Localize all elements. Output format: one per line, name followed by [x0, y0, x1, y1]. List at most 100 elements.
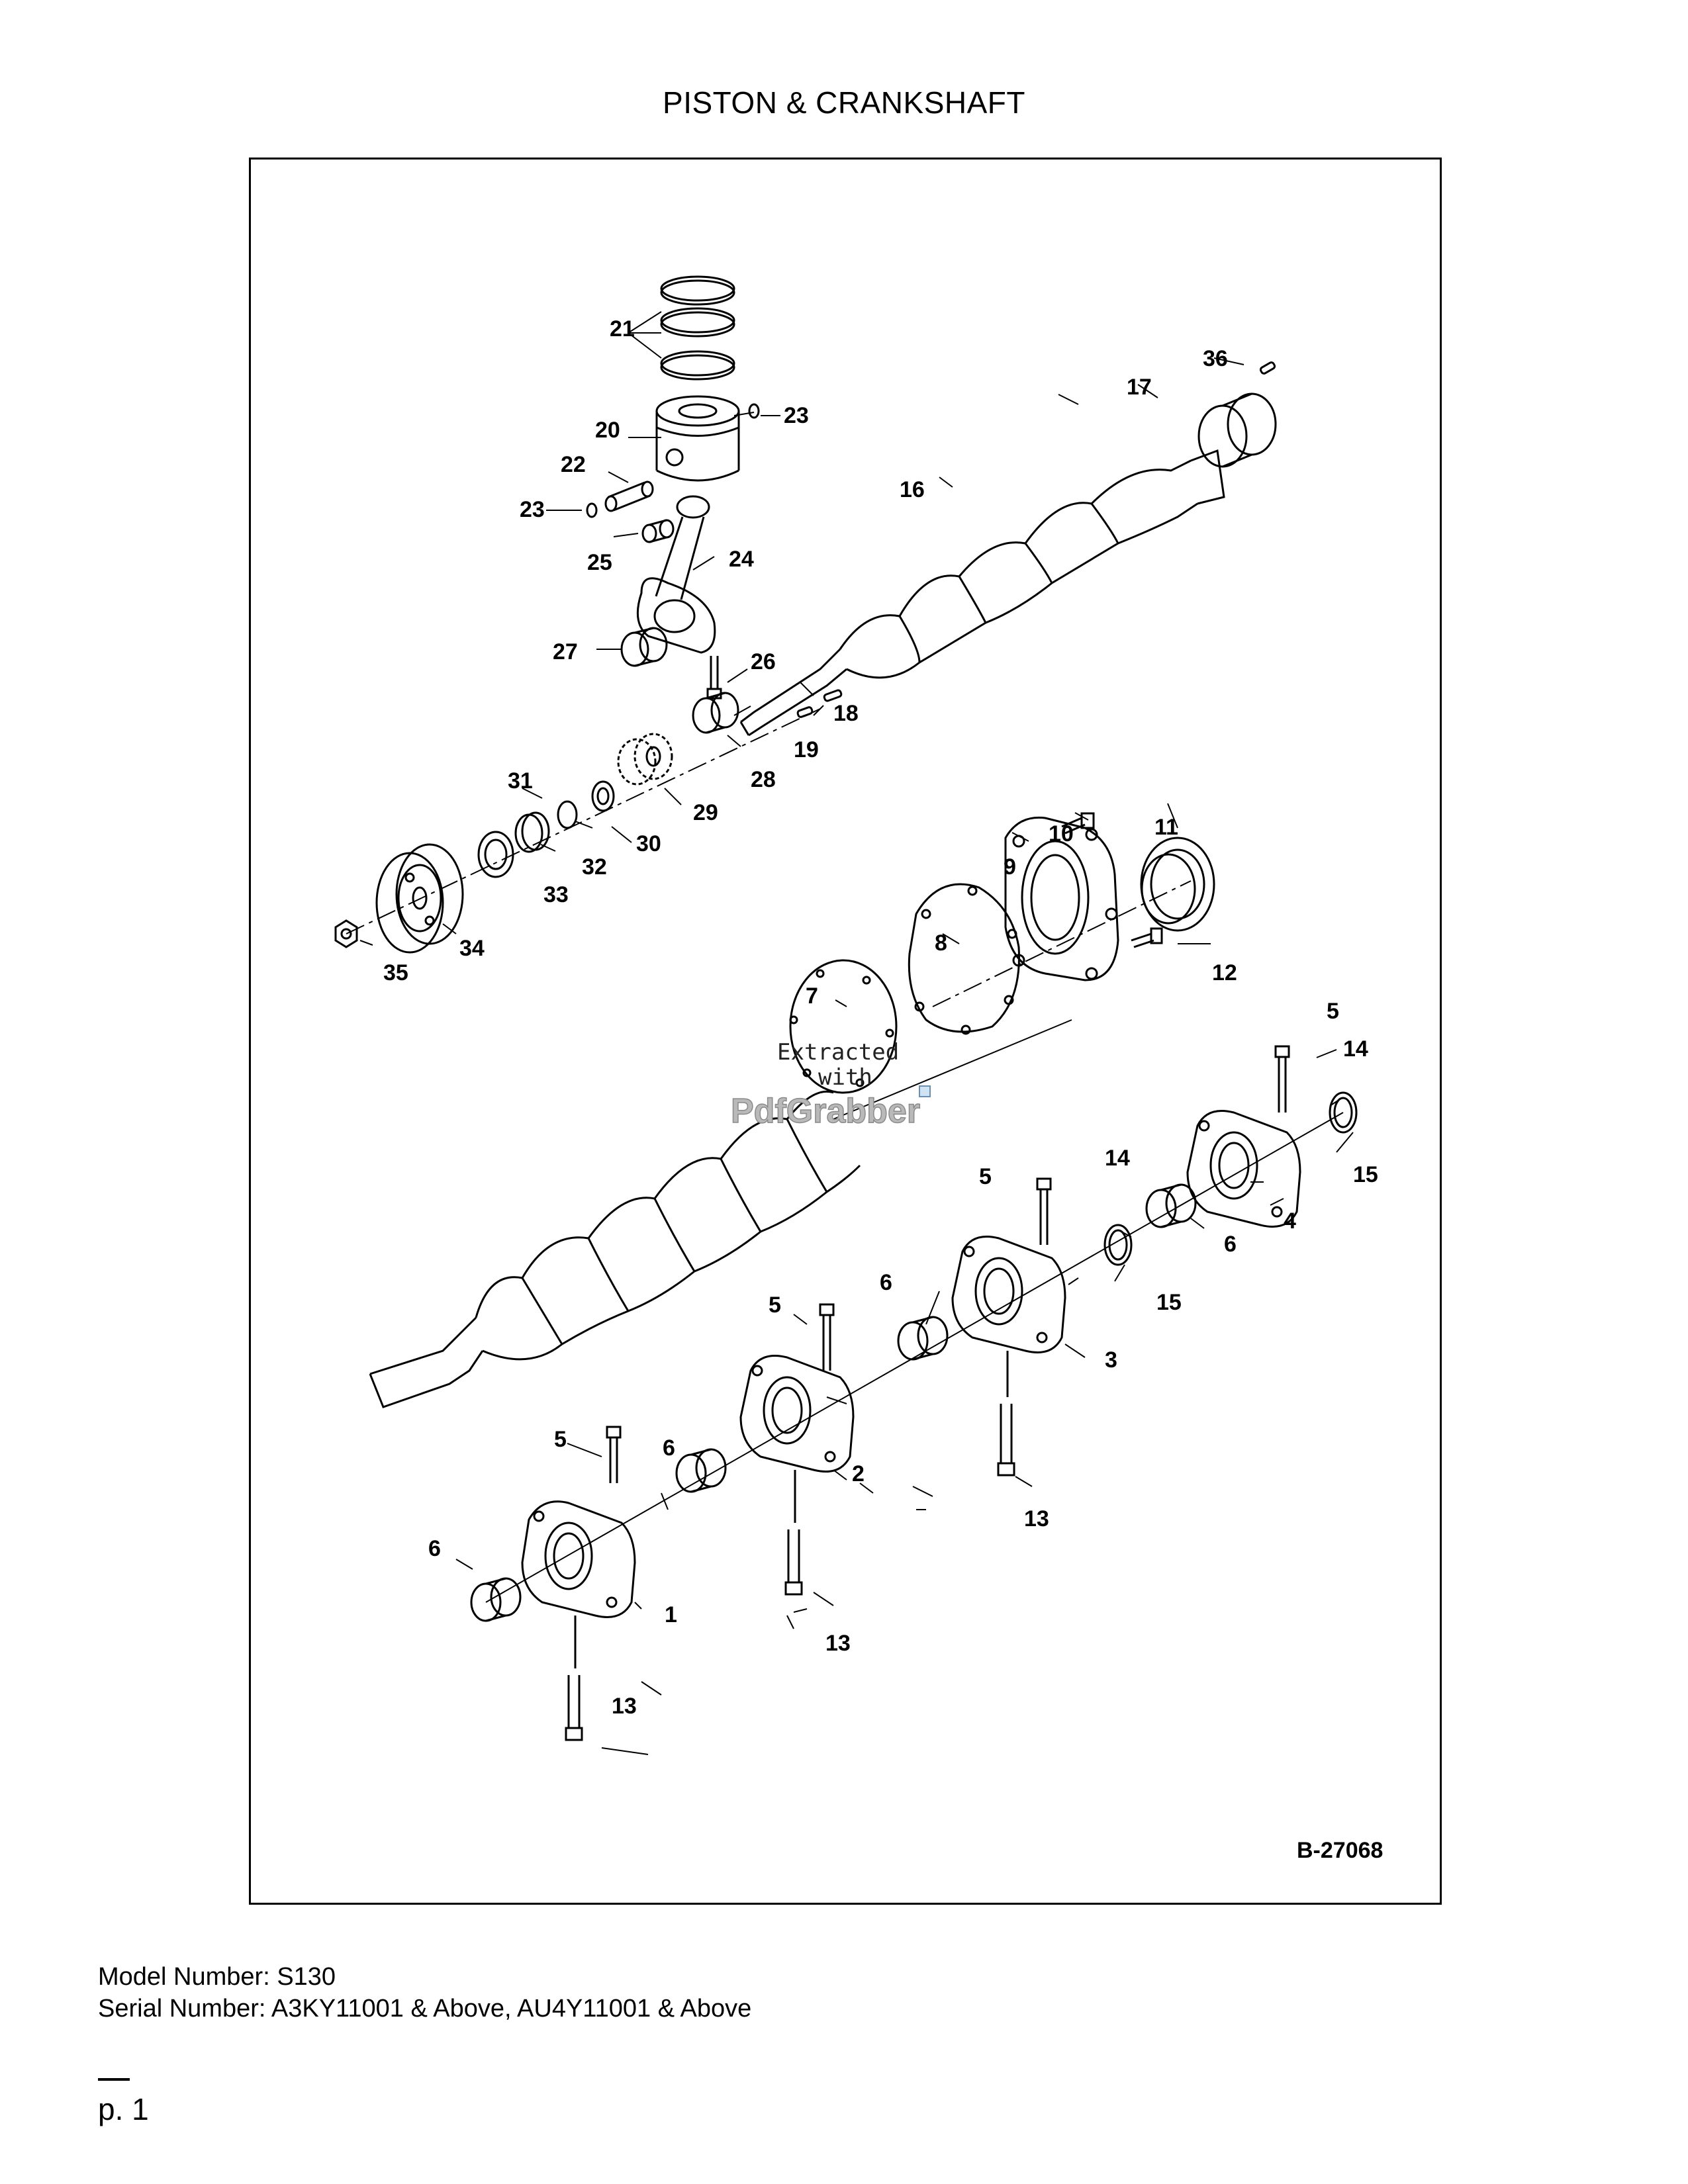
dowel-pin-36	[1259, 361, 1276, 375]
main-cap-2	[739, 1355, 855, 1473]
main-cap-3	[951, 1236, 1066, 1353]
carrier-bolt-10	[1061, 812, 1095, 835]
callout-24: 24	[729, 547, 754, 572]
cap-bolt-13a	[565, 1615, 583, 1741]
piston-pin	[604, 480, 654, 512]
callout-10: 10	[1049, 821, 1074, 846]
callout-23-left: 23	[520, 497, 545, 522]
rod-bolt	[706, 656, 722, 700]
svg-text:PdfGrabber: PdfGrabber	[731, 1092, 920, 1130]
page-rule	[98, 2078, 130, 2081]
callout-29: 29	[693, 800, 718, 825]
cap-bolt-13c	[997, 1351, 1015, 1477]
rear-oil-seal	[1140, 837, 1215, 932]
callout-5-c: 5	[979, 1164, 992, 1189]
callout-12: 12	[1212, 960, 1237, 985]
diagram-frame: 21 23 20 22 23 25 24 27 26 16 17 36 18 1…	[249, 158, 1442, 1905]
front-seal-33	[477, 831, 514, 878]
small-end-bushing	[641, 519, 675, 543]
callout-4: 4	[1284, 1208, 1296, 1234]
spacer-31	[557, 800, 578, 829]
callout-5-b: 5	[769, 1293, 781, 1318]
lower-centerline	[833, 1019, 1072, 1120]
callout-6-a: 6	[428, 1536, 441, 1561]
cap-bolt-5a	[606, 1426, 622, 1483]
carrier-gasket	[908, 883, 1020, 1035]
crank-key-18	[823, 689, 843, 702]
cap-bolt-5c	[1036, 1177, 1052, 1245]
callout-6-d: 6	[1224, 1232, 1237, 1257]
main-cap-1	[521, 1500, 636, 1618]
callout-1: 1	[665, 1602, 677, 1627]
model-number: Model Number: S130	[98, 1963, 336, 1991]
crank-pulley	[375, 843, 464, 954]
rear-centerline	[932, 880, 1192, 1007]
callout-33: 33	[543, 882, 569, 907]
callout-13-a: 13	[612, 1694, 637, 1719]
crank-gear	[617, 733, 673, 786]
callout-36: 36	[1203, 346, 1228, 371]
callout-31: 31	[508, 768, 533, 794]
seal-carrier	[1004, 816, 1119, 981]
leader-lines	[359, 311, 1354, 1755]
circlip-right	[748, 403, 760, 419]
callout-20: 20	[595, 418, 620, 443]
rod-bearing	[620, 627, 668, 667]
carrier-bolt-12	[1131, 927, 1163, 948]
figure-reference: B-27068	[1297, 1838, 1383, 1863]
main-bearing-6a	[470, 1577, 522, 1622]
callout-18: 18	[833, 701, 859, 726]
watermark: Extracted with PdfGrabber	[730, 1039, 931, 1131]
crankshaft-lower	[369, 1090, 861, 1408]
page-number: p. 1	[98, 2092, 149, 2126]
callout-6-c: 6	[880, 1270, 892, 1295]
callout-28: 28	[751, 767, 776, 792]
callout-11: 11	[1154, 815, 1178, 840]
callout-5-a: 5	[554, 1427, 567, 1452]
callout-25: 25	[587, 550, 612, 575]
callout-34: 34	[459, 936, 485, 961]
pulley-nut	[334, 919, 358, 948]
callout-2: 2	[852, 1461, 865, 1486]
callout-19: 19	[794, 737, 819, 762]
piston-rings	[660, 275, 735, 381]
main-bearing-6c	[897, 1316, 949, 1361]
cap-bolt-5d	[1274, 1045, 1290, 1113]
callout-9: 9	[1004, 854, 1016, 880]
callout-27: 27	[553, 639, 578, 664]
main-bearing-6b	[675, 1448, 727, 1493]
thrust-washer-14b	[1329, 1091, 1358, 1134]
svg-text:Extracted: Extracted	[777, 1039, 899, 1066]
callout-15-a: 15	[1156, 1290, 1182, 1315]
thrust-washer-14a	[1103, 1224, 1133, 1266]
callout-13-b: 13	[825, 1631, 851, 1656]
rear-gasket-7	[789, 959, 898, 1094]
svg-text:with: with	[818, 1064, 872, 1091]
callout-3: 3	[1105, 1347, 1117, 1373]
callout-8: 8	[935, 931, 947, 956]
callout-14-b: 14	[1343, 1036, 1368, 1062]
piston	[655, 395, 740, 482]
callout-14-a: 14	[1105, 1146, 1130, 1171]
callout-17: 17	[1127, 375, 1152, 400]
callout-26: 26	[751, 649, 776, 674]
connecting-rod	[636, 495, 716, 654]
callout-23-right: 23	[784, 403, 809, 428]
crank-gear-bearing-28	[692, 692, 739, 734]
callout-22: 22	[561, 452, 586, 477]
callout-35: 35	[383, 960, 408, 985]
callout-21: 21	[610, 316, 635, 341]
callout-32: 32	[582, 854, 607, 880]
callout-6-b: 6	[663, 1435, 675, 1461]
oil-slinger-32	[514, 811, 550, 853]
crankshaft-upper	[739, 449, 1225, 737]
callout-5-d: 5	[1327, 999, 1339, 1024]
callout-16: 16	[900, 477, 925, 502]
circlip-left	[586, 502, 598, 518]
callout-30: 30	[636, 831, 661, 856]
cap-bolt-13b	[784, 1470, 803, 1596]
cap-bolt-5b	[819, 1303, 835, 1371]
page-title: PISTON & CRANKSHAFT	[663, 85, 1025, 120]
caps-centerline	[485, 1112, 1344, 1603]
front-centerline	[346, 708, 821, 934]
